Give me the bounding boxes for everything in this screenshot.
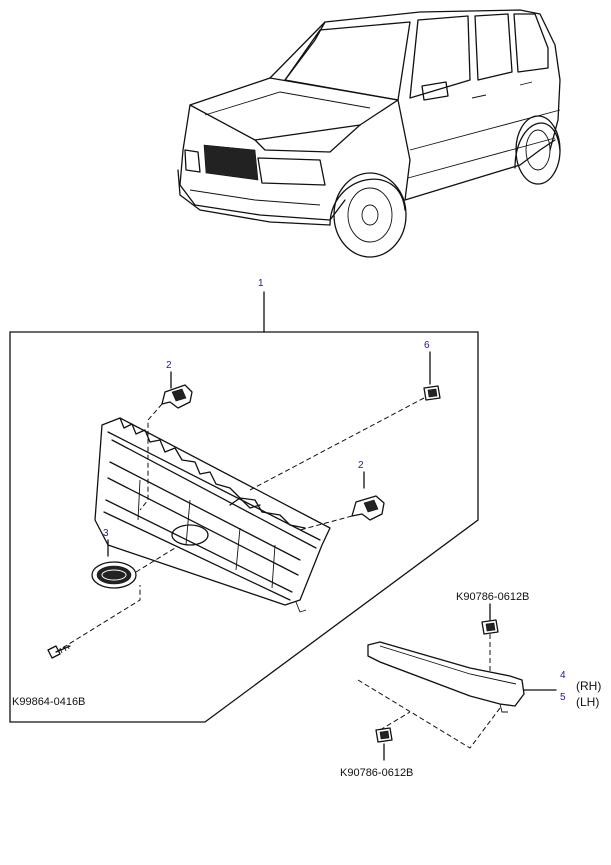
radiator-grille-icon (94, 417, 331, 613)
callout-3: 3 (103, 528, 109, 539)
side-label-lh: (LH) (576, 695, 599, 709)
grille-bracket-icon (351, 495, 385, 521)
screw-part-number: K99864-0416B (12, 696, 85, 708)
callout-5: 5 (560, 692, 566, 703)
bumper-molding-icon (367, 641, 525, 713)
screw-icon (47, 644, 71, 659)
retainer-clip-icon (481, 619, 499, 635)
side-label-rh: (RH) (576, 679, 601, 693)
callout-2-upper: 2 (166, 360, 172, 371)
callout-1: 1 (258, 278, 264, 289)
clip-lower-part-number: K90786-0612B (340, 767, 413, 779)
callout-2-lower: 2 (358, 460, 364, 471)
kia-emblem-icon (91, 561, 137, 589)
grille-bracket-icon (161, 384, 193, 409)
callout-6: 6 (424, 340, 430, 351)
assembly-frame (9, 331, 479, 723)
retainer-clip-icon (375, 727, 393, 743)
clip-upper-part-number: K90786-0612B (456, 591, 529, 603)
suv-vehicle-icon (177, 9, 561, 258)
retainer-clip-icon (423, 385, 441, 401)
callout-4: 4 (560, 670, 566, 681)
